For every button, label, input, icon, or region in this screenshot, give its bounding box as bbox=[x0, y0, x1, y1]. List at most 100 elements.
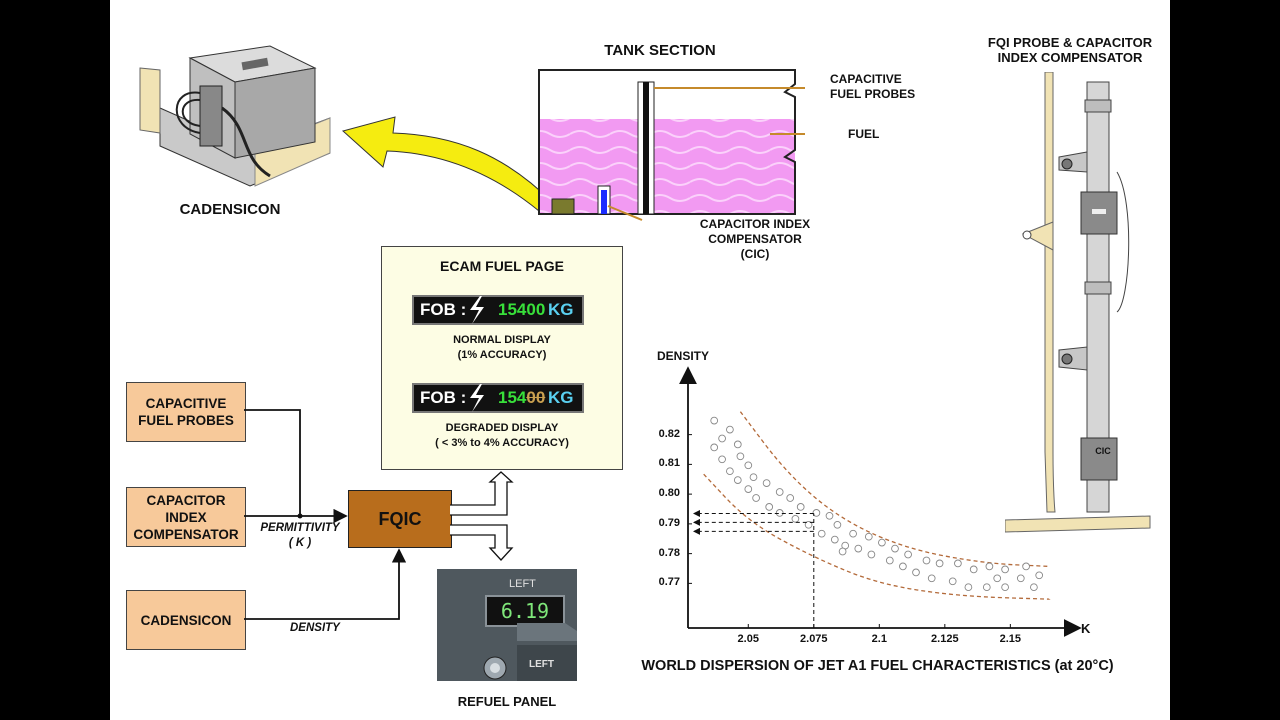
refuel-panel-title: REFUEL PANEL bbox=[457, 694, 557, 709]
chart-x-tick-label: 2.075 bbox=[800, 633, 828, 645]
chart-y-tick-label: 0.80 bbox=[658, 487, 680, 500]
chart-point bbox=[817, 529, 826, 538]
refuel-panel-knob bbox=[483, 623, 577, 681]
chart-point bbox=[867, 550, 876, 559]
chart-point bbox=[749, 473, 758, 482]
fob-normal-display: FOB : 15400 KG bbox=[412, 295, 584, 325]
chart-y-tick-label: 0.79 bbox=[658, 516, 680, 529]
chart-point bbox=[744, 461, 753, 470]
fob-degraded-display: FOB : 15400 KG bbox=[412, 383, 584, 413]
chart-y-tick-label: 0.78 bbox=[658, 546, 680, 559]
chart-x-tick-label: 2.125 bbox=[931, 633, 959, 645]
chart-point bbox=[1035, 571, 1044, 580]
chart-point bbox=[927, 574, 936, 583]
chart-point bbox=[1030, 583, 1038, 592]
permittivity-label: PERMITTIVITY( K ) bbox=[260, 522, 340, 549]
lightning-icon bbox=[470, 296, 484, 324]
chart-point bbox=[1016, 574, 1025, 583]
density-chart bbox=[679, 366, 1082, 637]
chart-point bbox=[762, 479, 771, 487]
chart-point bbox=[726, 467, 734, 476]
chart-point bbox=[954, 559, 962, 568]
chart-point bbox=[985, 562, 994, 571]
chart-point bbox=[935, 559, 944, 568]
chart-title: WORLD DISPERSION OF JET A1 FUEL CHARACTE… bbox=[641, 658, 1114, 674]
chart-xlabel: K bbox=[1081, 621, 1091, 636]
chart-point bbox=[864, 532, 873, 541]
chart-point bbox=[1001, 583, 1009, 592]
fuel-callout: FUEL bbox=[848, 127, 880, 141]
chart-point bbox=[786, 494, 795, 502]
ecam-title: ECAM FUEL PAGE bbox=[440, 258, 564, 274]
normal-display-caption: NORMAL DISPLAY(1% ACCURACY) bbox=[453, 334, 551, 361]
chart-point bbox=[922, 556, 931, 565]
chart-x-tick-label: 2.05 bbox=[737, 633, 759, 645]
cadensicon-illustration bbox=[139, 45, 331, 187]
chart-point bbox=[775, 488, 784, 496]
chart-point bbox=[736, 452, 745, 461]
chart-point bbox=[885, 556, 894, 565]
chart-point bbox=[948, 577, 957, 586]
fqic-box: FQIC bbox=[348, 490, 452, 548]
chart-point bbox=[825, 511, 834, 520]
chart-x-tick-label: 2.1 bbox=[871, 633, 887, 645]
chart-ylabel: DENSITY bbox=[657, 349, 710, 363]
cadensicon-label: CADENSICON bbox=[179, 201, 281, 218]
chart-point bbox=[718, 434, 726, 443]
chart-y-tick-label: 0.81 bbox=[658, 457, 680, 470]
chart-point bbox=[752, 494, 760, 502]
tank-section-title: TANK SECTION bbox=[604, 42, 716, 59]
degraded-display-caption: DEGRADED DISPLAY( < 3% to 4% ACCURACY) bbox=[435, 422, 569, 449]
chart-point bbox=[969, 565, 978, 574]
yellow-arrow-icon bbox=[341, 116, 554, 212]
ecam-fuel-page-panel: ECAM FUEL PAGE FOB : 15400 KG NORMAL DIS… bbox=[381, 246, 623, 470]
block-diagram-connectors bbox=[244, 409, 514, 620]
lightning-icon bbox=[470, 384, 484, 412]
chart-point bbox=[744, 485, 753, 493]
chart-point bbox=[854, 544, 863, 553]
chart-point bbox=[878, 538, 886, 547]
chart-point bbox=[775, 509, 784, 517]
refuel-panel: LEFT 6.19 LEFT bbox=[437, 569, 577, 681]
chart-point bbox=[791, 514, 800, 523]
chart-point bbox=[812, 509, 821, 517]
chart-point bbox=[904, 550, 912, 559]
chart-point bbox=[899, 562, 907, 571]
chart-point bbox=[912, 568, 920, 577]
chart-point bbox=[718, 455, 726, 464]
cadensicon-box: CADENSICON bbox=[126, 590, 246, 650]
chart-point bbox=[993, 574, 1002, 583]
refuel-quantity-display: 6.19 bbox=[485, 595, 565, 627]
chart-upper-band bbox=[739, 411, 1050, 568]
chart-point bbox=[982, 583, 991, 592]
fqi-probe-illustration bbox=[1005, 72, 1151, 533]
chart-point bbox=[849, 529, 857, 538]
chart-y-tick-label: 0.82 bbox=[658, 427, 680, 440]
chart-point bbox=[833, 520, 842, 529]
chart-point bbox=[804, 520, 813, 529]
chart-x-tick-label: 2.15 bbox=[999, 633, 1022, 645]
density-label: DENSITY bbox=[290, 622, 340, 634]
chart-point bbox=[838, 547, 847, 556]
chart-point bbox=[891, 544, 899, 553]
chart-point bbox=[796, 503, 805, 511]
chart-point bbox=[1022, 562, 1030, 571]
chart-point bbox=[765, 503, 774, 511]
chart-point bbox=[830, 535, 839, 544]
chart-point bbox=[1001, 565, 1009, 574]
chart-point bbox=[733, 476, 742, 484]
chart-y-tick-label: 0.77 bbox=[658, 576, 680, 589]
tank-section-diagram bbox=[538, 69, 805, 221]
chart-point bbox=[964, 583, 973, 592]
chart-point bbox=[726, 425, 734, 434]
chart-point bbox=[710, 443, 719, 452]
chart-point bbox=[733, 440, 742, 449]
chart-point bbox=[710, 416, 719, 425]
cic-tag: CIC bbox=[1095, 446, 1111, 456]
